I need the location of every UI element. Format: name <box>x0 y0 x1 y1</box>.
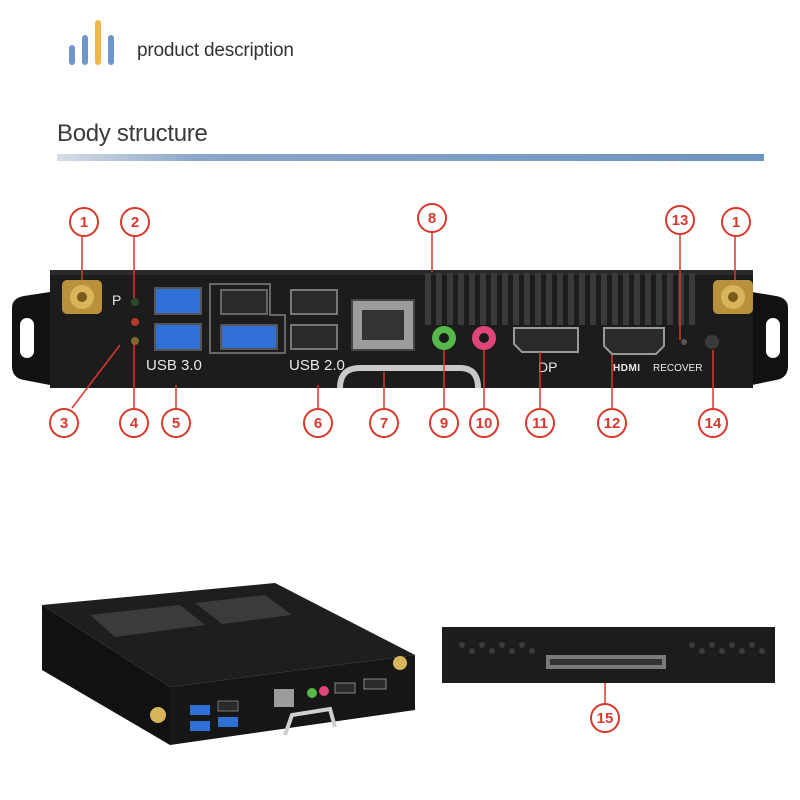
usb2-label: USB 2.0 <box>289 357 345 374</box>
callout-9: 9 <box>429 408 459 438</box>
callout-12: 12 <box>597 408 627 438</box>
callout-1-left: 1 <box>69 207 99 237</box>
callout-13: 13 <box>665 205 695 235</box>
front-panel-image <box>12 270 788 389</box>
callout-6: 6 <box>303 408 333 438</box>
bar-chart-logo-icon <box>69 20 114 65</box>
callout-14: 14 <box>698 408 728 438</box>
dp-label: DP <box>538 359 558 375</box>
recover-label: RECOVER <box>653 363 703 374</box>
header-title: product description <box>137 40 294 61</box>
callout-1-right: 1 <box>721 207 751 237</box>
callout-15: 15 <box>590 703 620 733</box>
callout-5: 5 <box>161 408 191 438</box>
section-title: Body structure <box>57 120 208 147</box>
usb3-label: USB 3.0 <box>146 357 202 374</box>
callout-11: 11 <box>525 408 555 438</box>
led-p-label: P <box>112 292 122 308</box>
callout-7: 7 <box>369 408 399 438</box>
callout-10: 10 <box>469 408 499 438</box>
callout-4: 4 <box>119 408 149 438</box>
back-panel-image <box>442 627 775 683</box>
callout-2: 2 <box>120 207 150 237</box>
hdmi-label: HDMI <box>613 363 641 374</box>
callout-8: 8 <box>417 203 447 233</box>
callout-3: 3 <box>49 408 79 438</box>
title-underline <box>57 154 764 161</box>
device-perspective-image <box>42 583 415 745</box>
